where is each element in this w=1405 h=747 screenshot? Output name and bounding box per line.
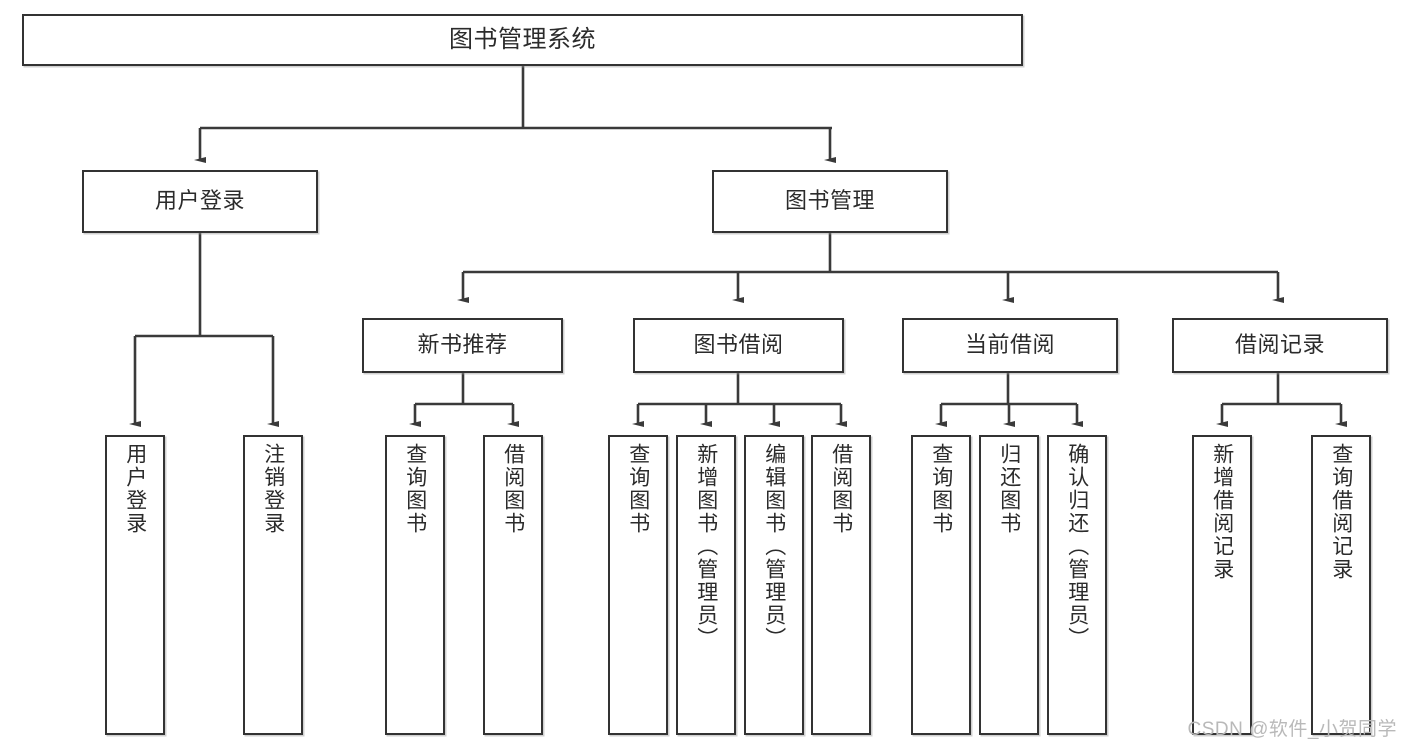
leaf-new-book-borrow-label: 借阅图书 [501, 443, 525, 535]
node-book-borrow[interactable]: 图书借阅 [633, 318, 844, 373]
node-root-system[interactable]: 图书管理系统 [22, 14, 1023, 66]
leaf-user-login-login-label: 用户登录 [123, 443, 147, 535]
leaf-current-borrow-return-label: 归还图书 [997, 443, 1021, 535]
leaf-book-borrow-query-label: 查询图书 [626, 443, 650, 535]
node-book-borrow-label: 图书借阅 [693, 332, 784, 358]
leaf-new-book-query[interactable]: 查询图书 [385, 435, 445, 735]
node-new-book-recommend[interactable]: 新书推荐 [362, 318, 563, 373]
leaf-current-borrow-return[interactable]: 归还图书 [979, 435, 1039, 735]
leaf-borrow-record-query[interactable]: 查询借阅记录 [1311, 435, 1371, 735]
leaf-borrow-record-query-label: 查询借阅记录 [1329, 443, 1353, 581]
leaf-book-borrow-edit-label: 编辑图书（管理员） [762, 443, 786, 650]
leaf-new-book-query-label: 查询图书 [403, 443, 427, 535]
watermark-text: CSDN @软件_小贺同学 [1187, 719, 1397, 740]
leaf-book-borrow-edit[interactable]: 编辑图书（管理员） [744, 435, 804, 735]
node-book-management[interactable]: 图书管理 [712, 170, 948, 233]
node-user-login-label: 用户登录 [154, 188, 245, 214]
node-current-borrow[interactable]: 当前借阅 [902, 318, 1118, 373]
leaf-book-borrow-borrow-label: 借阅图书 [829, 443, 853, 535]
leaf-user-login-logout-label: 注销登录 [261, 443, 285, 535]
node-user-login[interactable]: 用户登录 [82, 170, 318, 233]
leaf-user-login-login[interactable]: 用户登录 [105, 435, 165, 735]
leaf-book-borrow-query[interactable]: 查询图书 [608, 435, 668, 735]
node-borrow-record[interactable]: 借阅记录 [1172, 318, 1388, 373]
leaf-book-borrow-add-label: 新增图书（管理员） [694, 443, 718, 650]
leaf-current-borrow-query-label: 查询图书 [929, 443, 953, 535]
node-new-book-recommend-label: 新书推荐 [417, 332, 508, 358]
leaf-book-borrow-add[interactable]: 新增图书（管理员） [676, 435, 736, 735]
leaf-current-borrow-confirm-label: 确认归还（管理员） [1065, 443, 1089, 650]
node-current-borrow-label: 当前借阅 [964, 332, 1055, 358]
leaf-borrow-record-add-label: 新增借阅记录 [1210, 443, 1234, 581]
node-borrow-record-label: 借阅记录 [1234, 332, 1325, 358]
leaf-book-borrow-borrow[interactable]: 借阅图书 [811, 435, 871, 735]
leaf-borrow-record-add[interactable]: 新增借阅记录 [1192, 435, 1252, 735]
leaf-new-book-borrow[interactable]: 借阅图书 [483, 435, 543, 735]
node-book-management-label: 图书管理 [784, 188, 875, 214]
leaf-current-borrow-query[interactable]: 查询图书 [911, 435, 971, 735]
leaf-user-login-logout[interactable]: 注销登录 [243, 435, 303, 735]
node-root-system-label: 图书管理系统 [449, 25, 596, 53]
leaf-current-borrow-confirm[interactable]: 确认归还（管理员） [1047, 435, 1107, 735]
